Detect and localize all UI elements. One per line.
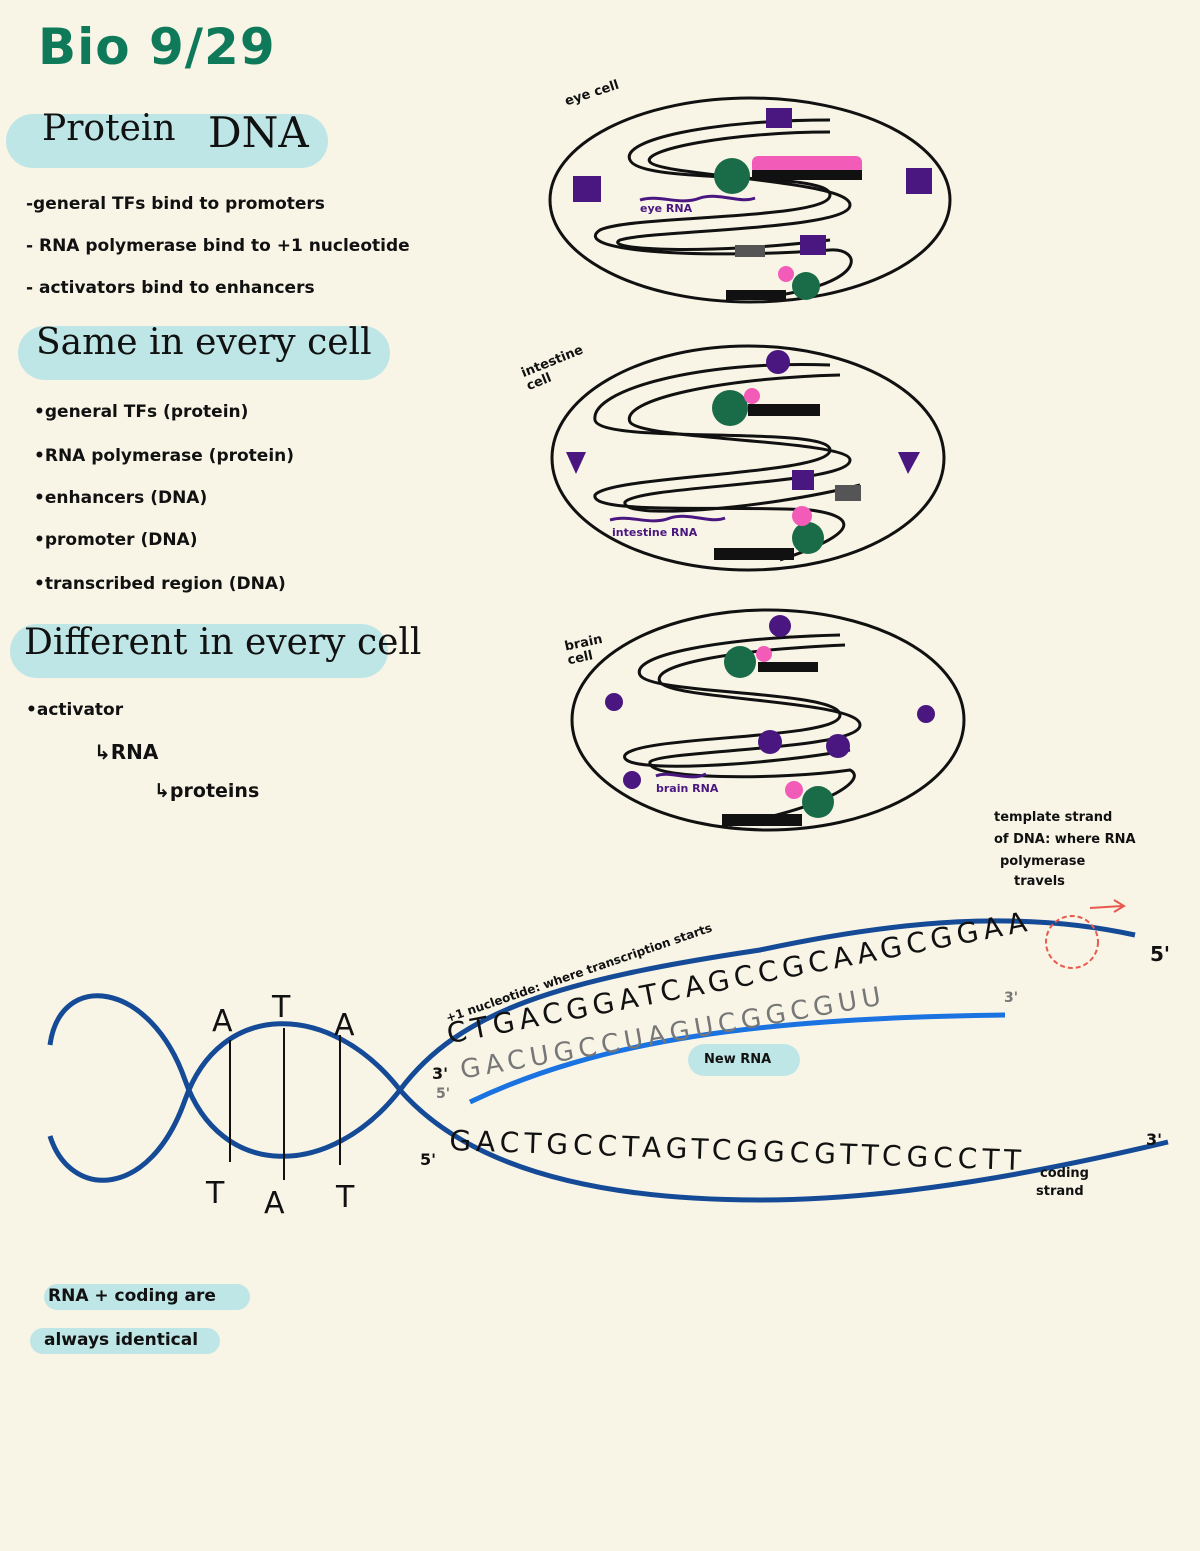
protein-dna-note-3: - activators bind to enhancers [26,278,315,298]
different-item: •activator [26,700,123,720]
intestine-cell: intestine RNA [552,346,944,570]
rna-3-prime: 3' [1004,990,1018,1006]
rna-5-prime: 5' [436,1086,450,1102]
base-top-2: T [272,990,290,1025]
dna-helix-strand-2 [50,1024,400,1181]
brain-cell: brain RNA [572,610,964,830]
template-3-prime: 3' [432,1064,448,1083]
direction-arrow [1090,900,1124,912]
same-item-1: •general TFs (protein) [34,402,248,422]
activator-protein [766,108,792,128]
base-bottom-2: A [264,1186,285,1221]
protein-dna-note-1: -general TFs bind to promoters [26,194,325,214]
activator-protein [906,168,932,194]
different-sub-proteins: ↳proteins [154,780,259,802]
intestine-rna-label: intestine RNA [612,526,698,539]
base-bottom-1: T [206,1176,224,1211]
template-note-2: of DNA: where RNA [994,832,1136,847]
protein-dna-note-2: - RNA polymerase bind to +1 nucleotide [26,236,410,256]
base-bottom-3: T [336,1180,354,1215]
coding-strand-label-1: coding [1040,1166,1089,1181]
template-5-prime: 5' [1150,942,1170,966]
same-item-5: •transcribed region (DNA) [34,574,286,594]
coding-strand-label-2: strand [1036,1184,1084,1199]
same-item-3: •enhancers (DNA) [34,488,207,508]
activator-protein [800,235,826,255]
eye-rna-label: eye RNA [640,202,693,215]
summary-line-1: RNA + coding are [48,1286,216,1306]
template-note-3: polymerase [1000,854,1085,869]
dna-heading: DNA [208,108,309,157]
same-item-4: •promoter (DNA) [34,530,197,550]
template-note-1: template strand [994,810,1112,825]
template-note-4: travels [1014,874,1065,889]
different-sub-rna: ↳RNA [94,740,158,764]
base-top-1: A [212,1004,233,1039]
same-heading: Same in every cell [36,322,372,363]
page-title: Bio 9/29 [38,18,276,76]
different-heading: Different in every cell [24,622,421,663]
eye-cell: eye RNA [550,98,950,302]
same-item-2: •RNA polymerase (protein) [34,446,294,466]
protein-heading: Protein [42,108,176,149]
coding-5-prime: 5' [420,1150,436,1169]
general-tf [792,272,820,300]
brain-rna-label: brain RNA [656,782,719,795]
coding-3-prime: 3' [1146,1130,1162,1149]
cells-diagram: eye RNA intestine RNA [530,90,980,850]
general-tf [714,158,750,194]
new-rna-label: New RNA [704,1052,771,1067]
base-top-3: A [334,1008,355,1043]
activator-protein [573,176,601,202]
summary-line-2: always identical [44,1330,198,1350]
